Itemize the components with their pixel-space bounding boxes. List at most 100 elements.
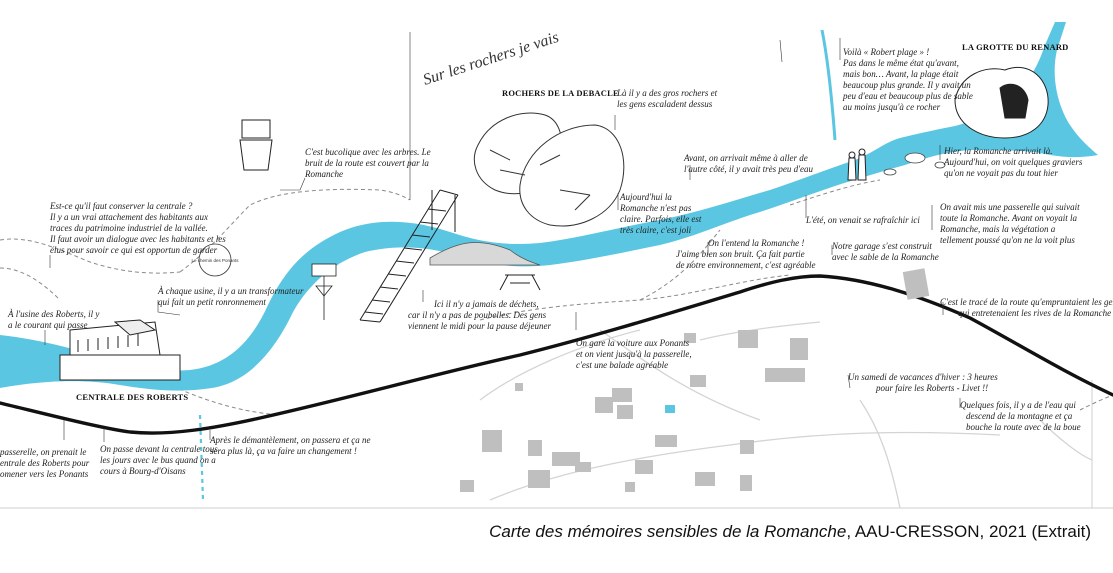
note-avant-aller: Avant, on arrivait même à aller de l'aut… <box>683 153 813 174</box>
note-eau-descend: Quelques fois, il y a de l'eau qui desce… <box>960 400 1081 432</box>
shore-rocks <box>883 152 946 176</box>
svg-text:les gens escaladent dessus: les gens escaladent dessus <box>617 99 713 109</box>
place-centrale-roberts: CENTRALE DES ROBERTS <box>76 392 188 402</box>
svg-text:toute la Romanche. Avant on vo: toute la Romanche. Avant on voyait la <box>940 213 1078 223</box>
svg-text:Il y a un vrai attachement des: Il y a un vrai attachement des habitants… <box>49 212 208 222</box>
power-station-sketch <box>59 319 181 381</box>
creek <box>820 29 837 141</box>
svg-text:bouche la route avec de la bou: bouche la route avec de la boue <box>966 422 1081 432</box>
svg-text:passerelle, on prenait le: passerelle, on prenait le <box>0 447 86 457</box>
svg-text:C'est bucolique avec les arbre: C'est bucolique avec les arbres. Le <box>305 147 431 157</box>
path-sign: Le chemin des Ponants <box>191 243 239 277</box>
note-passerelle-ref: On avait mis une passerelle qui suivait … <box>939 202 1080 245</box>
svg-text:qui entretenaient les rives de: qui entretenaient les rives de la Romanc… <box>958 308 1111 318</box>
svg-text:Romanche n'est pas: Romanche n'est pas <box>619 203 692 213</box>
people-sketch <box>847 148 867 181</box>
note-dechets: Ici il n'y a jamais de déchets, car il n… <box>408 299 551 331</box>
svg-text:Un samedi de vacances d'hiver: Un samedi de vacances d'hiver : 3 heures <box>848 372 998 382</box>
svg-text:bruit de la route est couvert: bruit de la route est couvert par la <box>305 158 429 168</box>
svg-text:Pas dans le même état qu'avant: Pas dans le même état qu'avant, <box>842 58 959 68</box>
handwritten-script: Sur les rochers je vais <box>421 29 561 89</box>
svg-text:Hier, la Romanche arrivait là.: Hier, la Romanche arrivait là. <box>943 146 1053 156</box>
svg-text:Aujourd'hui, on voit quelques: Aujourd'hui, on voit quelques graviers <box>943 157 1083 167</box>
svg-text:traces du patrimoine industrie: traces du patrimoine industriel de la va… <box>50 223 208 233</box>
buildings <box>460 268 930 492</box>
place-rochers-debacle: ROCHERS DE LA DEBACLE <box>502 88 619 98</box>
water-tower-sketch <box>239 119 273 171</box>
svg-text:Est-ce qu'il faut conserver la: Est-ce qu'il faut conserver la centrale … <box>49 201 193 211</box>
svg-text:qui fait un petit ronronnement: qui fait un petit ronronnement <box>158 297 266 307</box>
svg-text:Là il y a des gros rochers et: Là il y a des gros rochers et <box>616 88 718 98</box>
note-vacances: Un samedi de vacances d'hiver : 3 heures… <box>848 372 998 393</box>
svg-text:peu d'eau et beaucoup plus de: peu d'eau et beaucoup plus de sable <box>842 91 973 101</box>
svg-text:a le courant qui passe: a le courant qui passe <box>8 320 88 330</box>
svg-text:Notre garage s'est construit: Notre garage s'est construit <box>831 241 932 251</box>
svg-text:J'aime bien son bruit. Ça fait: J'aime bien son bruit. Ça fait partie <box>676 249 805 259</box>
svg-text:pour faire les Roberts - Livet: pour faire les Roberts - Livet !! <box>875 383 988 393</box>
svg-text:Il faut avoir un dialogue avec: Il faut avoir un dialogue avec les habit… <box>49 234 226 244</box>
svg-text:l'autre côté, il y avait très: l'autre côté, il y avait très peu d'eau <box>684 164 813 174</box>
note-demantelement: Après le démantèlement, on passera et ça… <box>209 435 370 456</box>
note-garage: Notre garage s'est construit avec le sab… <box>831 241 939 262</box>
note-hier: Hier, la Romanche arrivait là. Aujourd'h… <box>943 146 1083 178</box>
map-caption: Carte des mémoires sensibles de la Roman… <box>489 522 1091 542</box>
svg-text:de notre environnement, c'est: de notre environnement, c'est agréable <box>676 260 815 270</box>
svg-text:Romanche: Romanche <box>304 169 343 179</box>
picnic-table-sketch <box>499 274 541 291</box>
svg-text:On avait mis une passerelle qu: On avait mis une passerelle qui suivait <box>940 202 1080 212</box>
note-passerelle-prenait: passerelle, on prenait le entrale des Ro… <box>0 447 90 479</box>
note-bucolique: C'est bucolique avec les arbres. Le brui… <box>304 147 431 179</box>
svg-text:claire. Parfois, elle est: claire. Parfois, elle est <box>620 214 702 224</box>
svg-text:Avant, on arrivait même à alle: Avant, on arrivait même à aller de <box>683 153 808 163</box>
svg-text:car il n'y a pas de poubelles.: car il n'y a pas de poubelles. Des gens <box>408 310 547 320</box>
note-plage: Voilà « Robert plage » ! Pas dans le mêm… <box>842 47 973 112</box>
note-voiture: On gare la voiture aux Ponants et on vie… <box>576 338 692 370</box>
caption-title: Carte des mémoires sensibles de la Roman… <box>489 522 847 541</box>
svg-text:mais bon… Avant, la plage étai: mais bon… Avant, la plage était <box>843 69 959 79</box>
svg-text:À chaque usine, il y a un tran: À chaque usine, il y a un transformateur <box>157 286 304 296</box>
svg-text:beaucoup plus grande. Il y ava: beaucoup plus grande. Il y avait un <box>843 80 971 90</box>
svg-text:avec le sable de la Romanche: avec le sable de la Romanche <box>832 252 939 262</box>
note-usine: À l'usine des Roberts, il y a le courant… <box>7 309 99 330</box>
rocks-sketch <box>473 112 625 227</box>
svg-text:au moins jusqu'à ce rocher: au moins jusqu'à ce rocher <box>843 102 941 112</box>
svg-text:Aujourd'hui la: Aujourd'hui la <box>619 192 672 202</box>
road-sign <box>311 263 337 320</box>
svg-text:les jours avec le bus quand on: les jours avec le bus quand on a <box>100 455 216 465</box>
svg-text:et on vient jusqu'à la passere: et on vient jusqu'à la passerelle, <box>576 349 692 359</box>
fox-cave-sketch <box>954 67 1049 139</box>
note-passe-devant: On passe devant la centrale tous les jou… <box>100 444 218 476</box>
note-pointers <box>44 32 961 442</box>
svg-text:tellement poussé qu'on ne la v: tellement poussé qu'on ne la voit plus <box>940 235 1075 245</box>
svg-text:omener vers les Ponants: omener vers les Ponants <box>0 469 89 479</box>
note-entend: On l'entend la Romanche ! J'aime bien so… <box>676 238 815 270</box>
note-transformateur: À chaque usine, il y a un transformateur… <box>157 286 304 307</box>
place-grotte-renard: LA GROTTE DU RENARD <box>962 42 1069 52</box>
svg-text:sera plus là, ça va faire un c: sera plus là, ça va faire un changement … <box>210 446 357 456</box>
note-eau-claire: Aujourd'hui la Romanche n'est pas claire… <box>619 192 702 235</box>
svg-text:À l'usine des Roberts, il y: À l'usine des Roberts, il y <box>7 309 99 319</box>
svg-text:C'est le tracé de la route qu': C'est le tracé de la route qu'empruntaie… <box>940 297 1113 307</box>
walking-paths <box>0 179 1113 416</box>
note-trace: C'est le tracé de la route qu'empruntaie… <box>940 297 1113 318</box>
svg-text:qu'on ne voyait pas du tout hi: qu'on ne voyait pas du tout hier <box>944 168 1058 178</box>
secondary-roads <box>479 321 1093 509</box>
svg-text:Quelques fois, il y a de l'eau: Quelques fois, il y a de l'eau qui <box>960 400 1076 410</box>
note-gros-rochers: Là il y a des gros rochers et les gens e… <box>616 88 718 109</box>
svg-text:Après le démantèlement, on pas: Après le démantèlement, on passera et ça… <box>209 435 370 445</box>
caption-credit: , AAU-CRESSON, 2021 (Extrait) <box>846 522 1091 541</box>
svg-text:Romanche, mais la végétation a: Romanche, mais la végétation a <box>939 224 1056 234</box>
svg-text:viennent le midi pour la pause: viennent le midi pour la pause déjeuner <box>408 321 551 331</box>
footbridge-sketch <box>359 189 459 323</box>
svg-text:On l'entend la Romanche !: On l'entend la Romanche ! <box>708 238 804 248</box>
romanche-river <box>0 22 1098 391</box>
svg-text:c'est une balade agréable: c'est une balade agréable <box>576 360 668 370</box>
svg-text:On gare la voiture aux Ponants: On gare la voiture aux Ponants <box>576 338 690 348</box>
svg-text:Ici il n'y a jamais de déchets: Ici il n'y a jamais de déchets, <box>433 299 539 309</box>
svg-text:On passe devant la centrale to: On passe devant la centrale tous <box>100 444 218 454</box>
svg-text:entrale des Roberts pour: entrale des Roberts pour <box>0 458 90 468</box>
svg-text:très claire, c'est joli: très claire, c'est joli <box>620 225 692 235</box>
svg-text:descend de la montagne et ça: descend de la montagne et ça <box>966 411 1073 421</box>
gravel-mound <box>429 242 541 266</box>
